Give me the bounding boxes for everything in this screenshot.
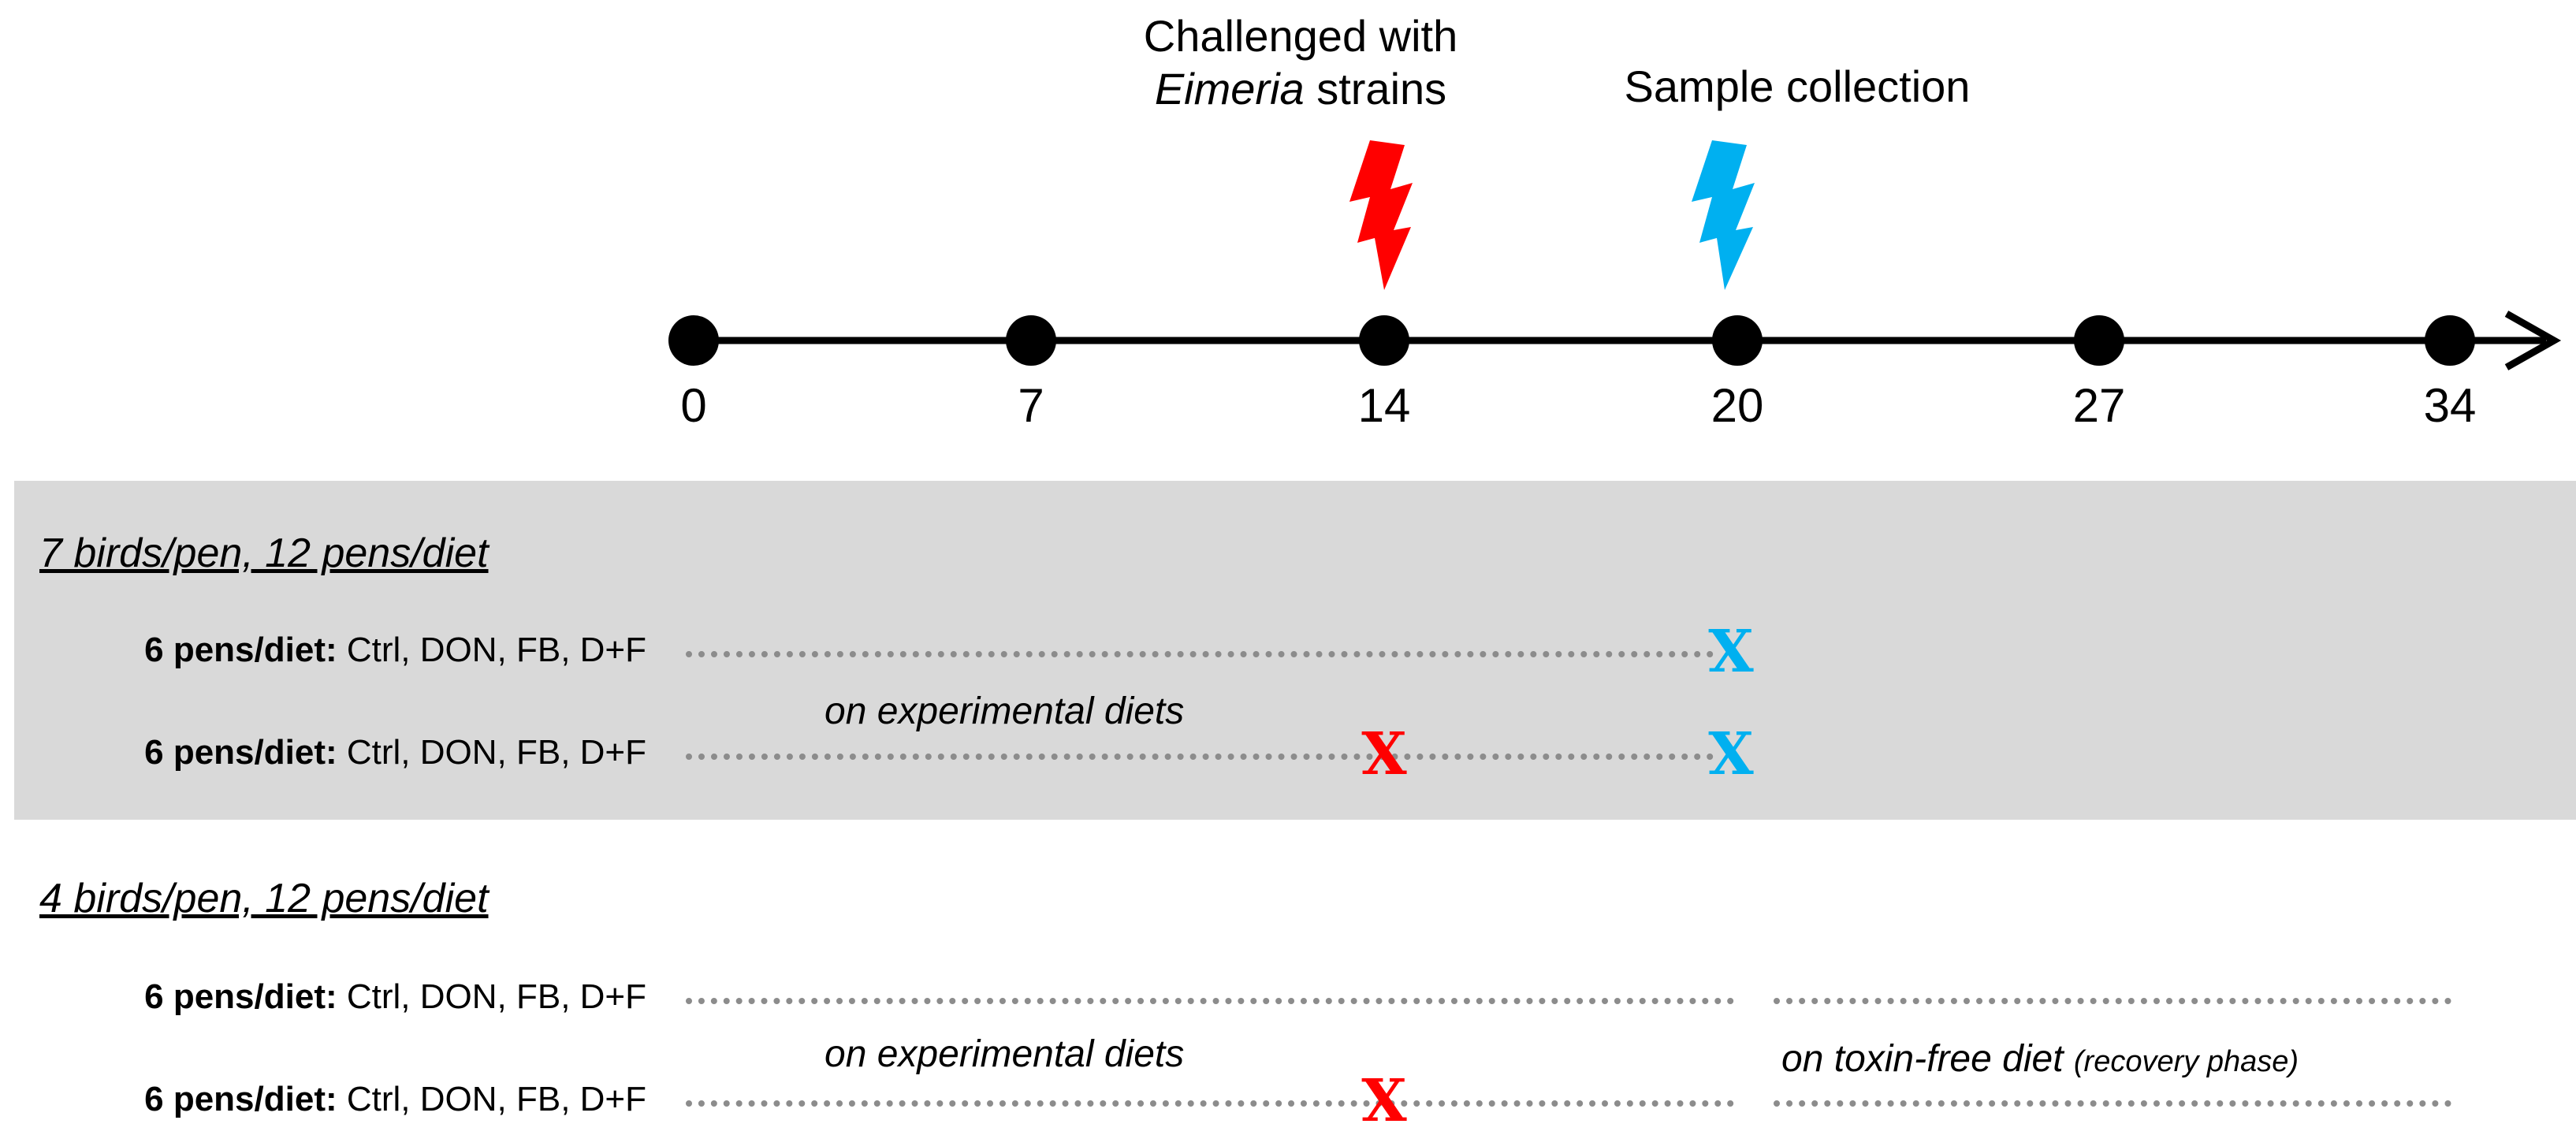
sampling-lightning-icon xyxy=(1692,140,1755,290)
day-marker-20 xyxy=(1712,315,1763,366)
group1-row1-sample-x: X xyxy=(1708,618,1754,686)
day-marker-14 xyxy=(1359,315,1409,366)
sampling-event-label: Sample collection xyxy=(1624,61,1971,111)
group2-row1-dotted-line xyxy=(686,998,1734,1004)
day-label-27: 27 xyxy=(2072,379,2126,432)
pens-bold: 6 pens/diet: xyxy=(144,631,337,669)
challenge-lightning-icon xyxy=(1349,140,1413,290)
group2-row2-label: 6 pens/diet: Ctrl, DON, FB, D+F xyxy=(0,1080,646,1119)
strains-text: strains xyxy=(1304,64,1447,114)
day-label-34: 34 xyxy=(2423,379,2477,432)
challenge-line2: Eimeria strains xyxy=(1096,62,1506,115)
group2-row1-recovery-dotted-line xyxy=(1774,998,2451,1004)
challenge-event-label: Challenged with Eimeria strains xyxy=(1096,9,1506,115)
group-heading-7-birds: 7 birds/pen, 12 pens/diet xyxy=(39,530,489,576)
group1-row2-dotted-line xyxy=(686,754,1714,760)
day-marker-0 xyxy=(668,315,719,366)
day-label-14: 14 xyxy=(1357,379,1411,432)
pens-bold: 6 pens/diet: xyxy=(144,1080,337,1118)
day-marker-7 xyxy=(1006,315,1056,366)
recovery-note: (recovery phase) xyxy=(2073,1045,2299,1078)
group2-row1-label: 6 pens/diet: Ctrl, DON, FB, D+F xyxy=(0,977,646,1017)
diet-list: Ctrl, DON, FB, D+F xyxy=(337,1080,646,1118)
group2-phase-label: on experimental diets xyxy=(825,1033,1185,1075)
day-label-20: 20 xyxy=(1711,379,1764,432)
group2-row2-challenge-x: X xyxy=(1361,1067,1407,1135)
day-label-0: 0 xyxy=(680,379,707,432)
pens-bold: 6 pens/diet: xyxy=(144,733,337,772)
day-marker-34 xyxy=(2425,315,2475,366)
group1-row1-label: 6 pens/diet: Ctrl, DON, FB, D+F xyxy=(0,631,646,670)
group1-row1-dotted-line xyxy=(686,651,1714,657)
eimeria-text: Eimeria xyxy=(1154,64,1305,114)
group2-recovery-label: on toxin-free diet (recovery phase) xyxy=(1781,1037,2299,1081)
recovery-phase-text: on toxin-free diet xyxy=(1781,1038,2064,1080)
group-panel-7-birds xyxy=(14,481,2576,820)
group1-phase-label: on experimental diets xyxy=(825,690,1185,732)
timeline-arrowhead-icon xyxy=(2504,311,2562,370)
group1-row2-challenge-x: X xyxy=(1361,720,1407,788)
challenge-line1: Challenged with xyxy=(1143,11,1458,61)
group1-row2-sample-x: X xyxy=(1708,720,1754,788)
day-label-7: 7 xyxy=(1018,379,1044,432)
diet-list: Ctrl, DON, FB, D+F xyxy=(337,631,646,669)
group2-row2-dotted-line xyxy=(686,1100,1734,1107)
group-heading-4-birds: 4 birds/pen, 12 pens/diet xyxy=(39,876,489,921)
diet-list: Ctrl, DON, FB, D+F xyxy=(337,733,646,772)
group2-row2-recovery-dotted-line xyxy=(1774,1100,2451,1107)
diet-list: Ctrl, DON, FB, D+F xyxy=(337,977,646,1016)
timeline xyxy=(668,140,2562,370)
day-marker-27 xyxy=(2074,315,2124,366)
pens-bold: 6 pens/diet: xyxy=(144,977,337,1016)
group1-row2-label: 6 pens/diet: Ctrl, DON, FB, D+F xyxy=(0,733,646,772)
